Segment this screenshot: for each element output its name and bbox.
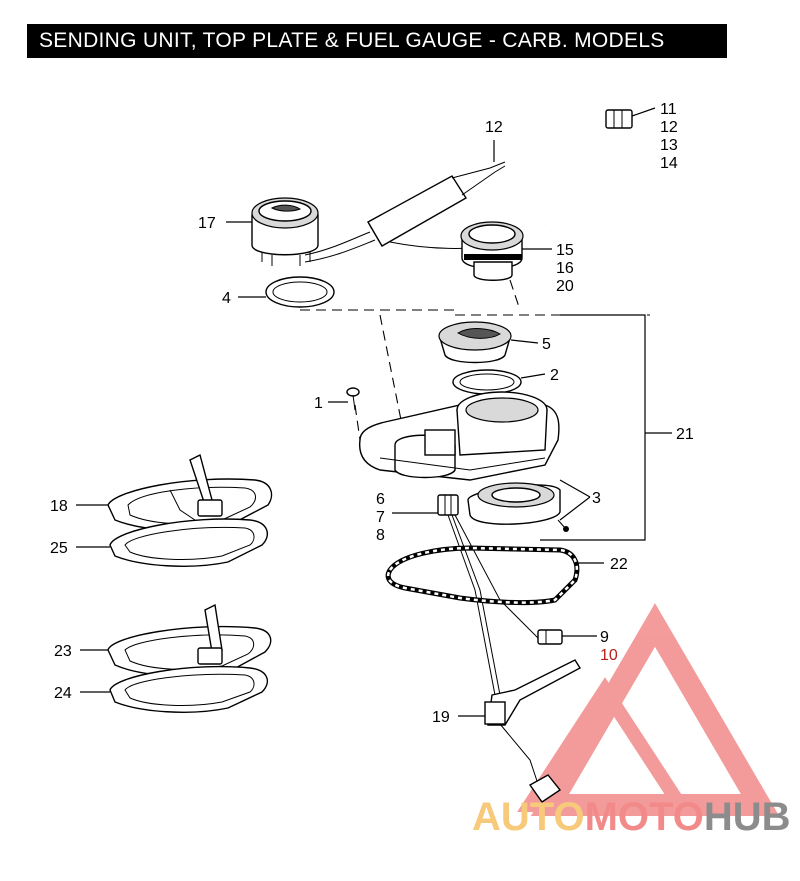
callout-19: 19	[432, 709, 450, 726]
leader-lines	[76, 107, 656, 717]
watermark-moto: MOTO	[585, 795, 704, 839]
callout-13: 13	[660, 137, 678, 154]
callout-12-fuse: 12	[485, 119, 503, 136]
plate-23	[107, 603, 272, 677]
callout-22: 22	[610, 556, 628, 573]
callout-17: 17	[198, 215, 216, 232]
watermark-text: AUTOMOTOHUB	[472, 795, 791, 839]
callout-14: 14	[660, 155, 678, 172]
fuel-gauge-17	[251, 197, 319, 266]
cap-5	[438, 321, 512, 364]
screw-1	[346, 387, 360, 411]
callout-7: 7	[376, 509, 385, 526]
callout-12: 12	[660, 119, 678, 136]
callout-11: 11	[660, 101, 677, 118]
alignment-line-top	[300, 309, 650, 316]
gasket-24	[109, 665, 269, 713]
callout-4: 4	[222, 290, 231, 307]
callout-24: 24	[54, 685, 72, 702]
connector-6	[437, 494, 459, 516]
gasket-25	[109, 518, 269, 567]
watermark-auto: AUTO	[472, 795, 585, 839]
page-title: SENDING UNIT, TOP PLATE & FUEL GAUGE - C…	[27, 24, 727, 58]
callout-6: 6	[376, 491, 385, 508]
callout-2: 2	[550, 367, 559, 384]
callout-18: 18	[50, 498, 68, 515]
watermark-logo-icon	[517, 603, 780, 816]
callout-23: 23	[54, 643, 72, 660]
callout-21: 21	[676, 426, 694, 443]
assembly-bracket-21	[540, 314, 646, 541]
callout-8: 8	[376, 527, 385, 544]
callout-3: 3	[592, 490, 601, 507]
connector-9	[537, 629, 563, 645]
callout-5: 5	[542, 336, 551, 353]
flange-3	[467, 482, 569, 532]
fuel-gauge-15	[460, 221, 524, 281]
callout-9: 9	[600, 629, 609, 646]
gasket-22	[385, 545, 580, 606]
callout-1: 1	[314, 395, 323, 412]
watermark-hub: HUB	[704, 795, 791, 839]
connector-11	[605, 109, 633, 129]
callout-10: 10	[600, 647, 618, 664]
sender-unit-19	[484, 659, 581, 803]
wiring-harness	[543, 109, 633, 226]
plate-18	[107, 453, 273, 532]
callout-25: 25	[50, 540, 68, 557]
callout-15: 15	[556, 242, 574, 259]
top-plate	[358, 391, 560, 481]
callout-20: 20	[556, 278, 574, 295]
callout-16: 16	[556, 260, 574, 277]
